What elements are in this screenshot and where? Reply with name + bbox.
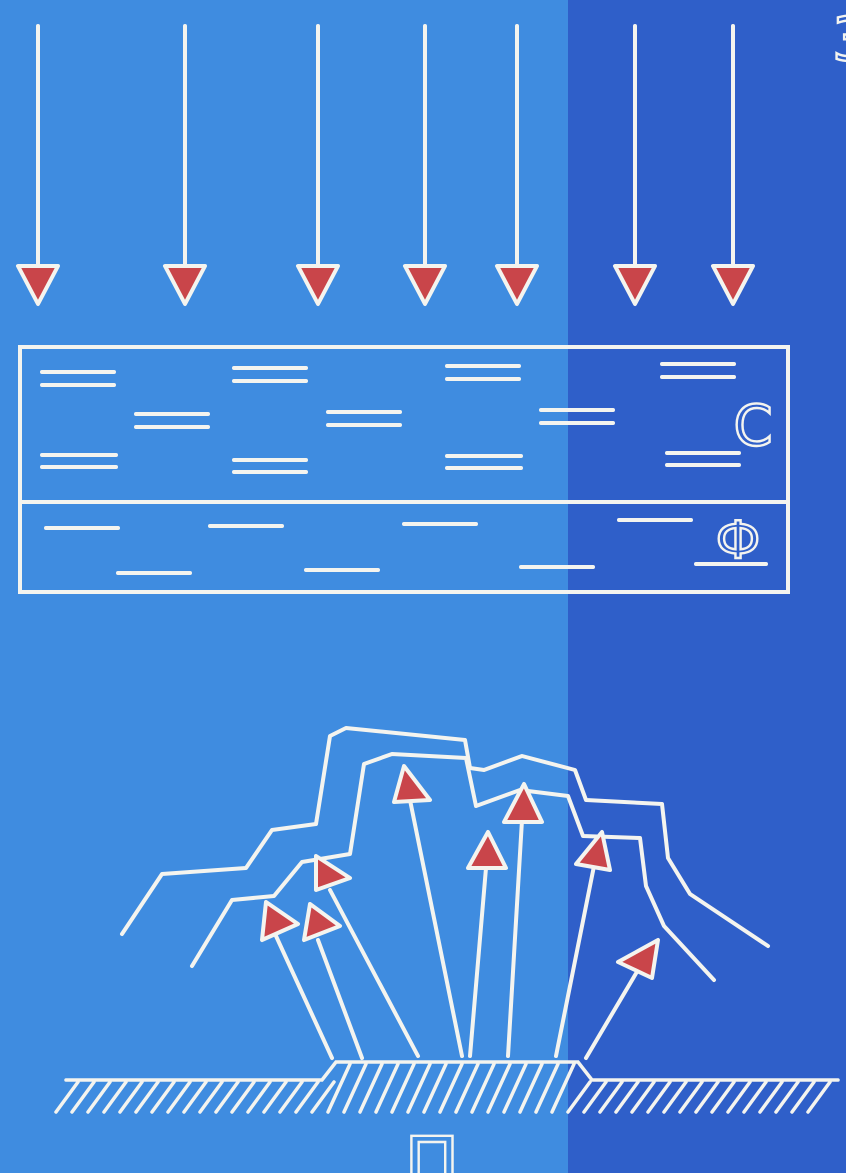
hatch-line (758, 1080, 784, 1114)
hatch-line (630, 1080, 656, 1114)
ground-hatching (54, 1062, 832, 1114)
incoming-arrow (495, 24, 539, 306)
hatch-line (406, 1062, 432, 1114)
hatch-line (374, 1062, 400, 1114)
layer-box-outline (18, 345, 790, 594)
double-dash (660, 362, 736, 379)
hatch-line (790, 1080, 816, 1114)
hatch-line (86, 1080, 112, 1114)
outgoing-arrow (466, 830, 508, 1058)
outgoing-arrow (554, 830, 612, 1058)
hatch-line (454, 1062, 480, 1114)
hatch-line (278, 1080, 304, 1114)
incoming-arrow (403, 24, 447, 306)
hatch-line (694, 1080, 720, 1114)
hatch-line (502, 1062, 528, 1114)
hatch-line (662, 1080, 688, 1114)
lower-layer-dashes (44, 518, 768, 575)
hatch-line (358, 1062, 384, 1114)
outgoing-arrow (302, 902, 364, 1060)
hatch-line (646, 1080, 672, 1114)
hatch-line (150, 1080, 176, 1114)
hatch-line (470, 1062, 496, 1114)
hatch-line (262, 1080, 288, 1114)
incoming-arrow (711, 24, 755, 306)
hatch-line (246, 1080, 272, 1114)
ground (54, 1060, 840, 1114)
hatch-line (214, 1080, 240, 1114)
upper-layer-dashes (40, 362, 741, 474)
double-dash (445, 364, 521, 381)
hatch-line (134, 1080, 160, 1114)
corner-mark: 3 (832, 5, 846, 75)
hatch-line (742, 1080, 768, 1114)
hatch-line (710, 1080, 736, 1114)
outgoing-arrow (502, 782, 544, 1058)
plume-outlines (120, 726, 770, 982)
hatch-line (342, 1062, 368, 1114)
hatch-line (534, 1062, 560, 1114)
incoming-arrow (163, 24, 207, 306)
hatch-line (230, 1080, 256, 1114)
hatch-line (726, 1080, 752, 1114)
incoming-arrows (16, 24, 755, 306)
outgoing-arrow (260, 900, 334, 1060)
hatch-line (566, 1080, 592, 1114)
hatch-line (70, 1080, 96, 1114)
double-dash (665, 451, 741, 467)
double-dash (134, 412, 210, 429)
incoming-arrow (16, 24, 60, 306)
ground-surface (64, 1060, 840, 1082)
double-dash (326, 410, 402, 427)
hatch-line (518, 1062, 544, 1114)
hatch-line (582, 1080, 608, 1114)
layer-bottom-label: Ф (716, 511, 761, 571)
hatch-line (182, 1080, 208, 1114)
double-dash (539, 408, 615, 425)
hatch-line (438, 1062, 464, 1114)
hatch-line (614, 1080, 640, 1114)
incoming-arrow (613, 24, 657, 306)
hatch-line (598, 1080, 624, 1114)
double-dash (40, 453, 118, 469)
hatch-line (102, 1080, 128, 1114)
outgoing-arrow (584, 938, 660, 1060)
hatch-line (118, 1080, 144, 1114)
hatch-line (486, 1062, 512, 1114)
ground-label: П (403, 1121, 461, 1173)
hatch-line (390, 1062, 416, 1114)
hatch-line (678, 1080, 704, 1114)
hatch-line (550, 1062, 576, 1114)
incoming-arrow (296, 24, 340, 306)
outgoing-arrow (392, 764, 464, 1058)
plume-inner-outline (190, 752, 716, 982)
hatch-line (422, 1062, 448, 1114)
hatch-line (166, 1080, 192, 1114)
double-dash (232, 458, 308, 474)
hatch-line (54, 1080, 80, 1114)
hatch-line (310, 1080, 336, 1114)
hatch-line (806, 1080, 832, 1114)
hatch-line (774, 1080, 800, 1114)
hatch-line (198, 1080, 224, 1114)
double-dash (232, 366, 308, 383)
ground-label-text: П (404, 1122, 460, 1173)
background-right-shade (568, 0, 846, 1173)
layer-top-label: С (733, 394, 772, 459)
double-dash (40, 370, 116, 387)
outgoing-arrows (260, 764, 660, 1060)
hatch-line (294, 1080, 320, 1114)
layer-box (18, 345, 790, 594)
double-dash (445, 454, 523, 470)
hatch-line (326, 1062, 352, 1114)
outgoing-arrow (314, 854, 420, 1058)
